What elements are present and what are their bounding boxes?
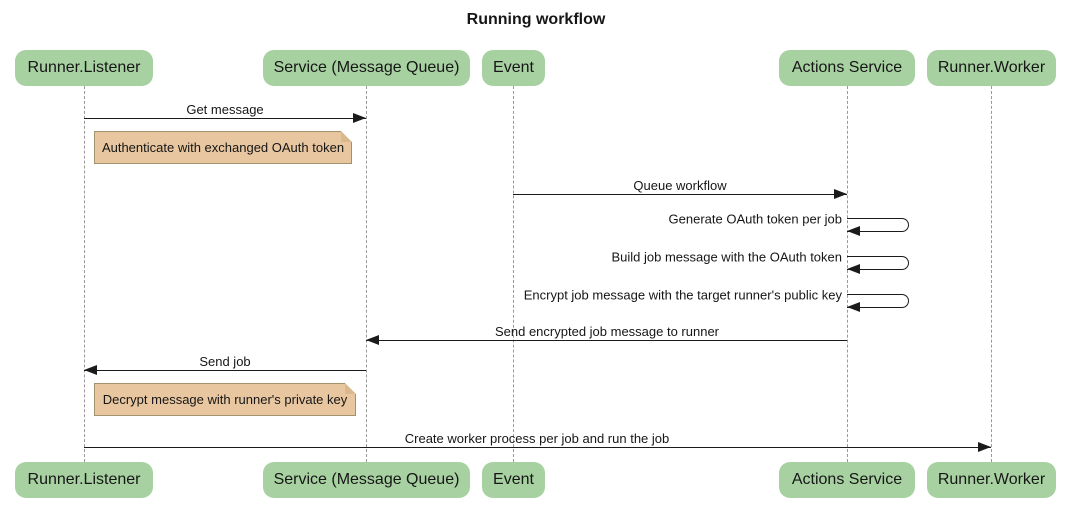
actor-bottom-service-message-queue: Service (Message Queue) <box>263 462 470 498</box>
message-line-send-job <box>84 370 366 371</box>
actor-bottom-runner-worker: Runner.Worker <box>927 462 1056 498</box>
message-label-create-worker: Create worker process per job and run th… <box>404 431 670 446</box>
message-label-get-message: Get message <box>186 102 264 117</box>
diagram-title: Running workflow <box>466 11 606 28</box>
actor-top-service-message-queue: Service (Message Queue) <box>263 50 470 86</box>
message-label-build-job-message: Build job message with the OAuth token <box>611 249 842 265</box>
lifeline-runner-worker <box>991 86 992 462</box>
message-line-queue-workflow <box>513 194 847 195</box>
self-loop-build-job-message <box>847 256 909 270</box>
note-decrypt-message: Decrypt message with runner's private ke… <box>94 383 356 416</box>
self-loop-generate-oauth-token <box>847 218 909 232</box>
actor-bottom-event: Event <box>482 462 545 498</box>
message-label-send-encrypted-job: Send encrypted job message to runner <box>494 324 720 339</box>
actor-top-actions-service: Actions Service <box>779 50 915 86</box>
lifeline-actions-service <box>847 86 848 462</box>
actor-top-event: Event <box>482 50 545 86</box>
arrowhead-left-icon <box>366 335 379 345</box>
self-loop-encrypt-job-message <box>847 294 909 308</box>
actor-top-runner-listener: Runner.Listener <box>15 50 153 86</box>
lifeline-runner-listener <box>84 86 85 462</box>
arrowhead-right-icon <box>834 189 847 199</box>
message-label-queue-workflow: Queue workflow <box>633 178 727 193</box>
arrowhead-right-icon <box>353 113 366 123</box>
message-line-create-worker <box>84 447 991 448</box>
actor-top-runner-worker: Runner.Worker <box>927 50 1056 86</box>
arrowhead-left-icon <box>847 226 860 236</box>
lifeline-event <box>513 86 514 462</box>
message-line-send-encrypted-job <box>366 340 847 341</box>
actor-bottom-actions-service: Actions Service <box>779 462 915 498</box>
arrowhead-right-icon <box>978 442 991 452</box>
note-authenticate-oauth: Authenticate with exchanged OAuth token <box>94 131 352 164</box>
arrowhead-left-icon <box>847 302 860 312</box>
arrowhead-left-icon <box>84 365 97 375</box>
message-label-generate-oauth-token: Generate OAuth token per job <box>668 211 842 227</box>
message-line-get-message <box>84 118 366 119</box>
actor-bottom-runner-listener: Runner.Listener <box>15 462 153 498</box>
message-label-encrypt-job-message: Encrypt job message with the target runn… <box>523 287 842 303</box>
message-label-send-job: Send job <box>199 354 251 369</box>
arrowhead-left-icon <box>847 264 860 274</box>
lifeline-service-message-queue <box>366 86 367 462</box>
